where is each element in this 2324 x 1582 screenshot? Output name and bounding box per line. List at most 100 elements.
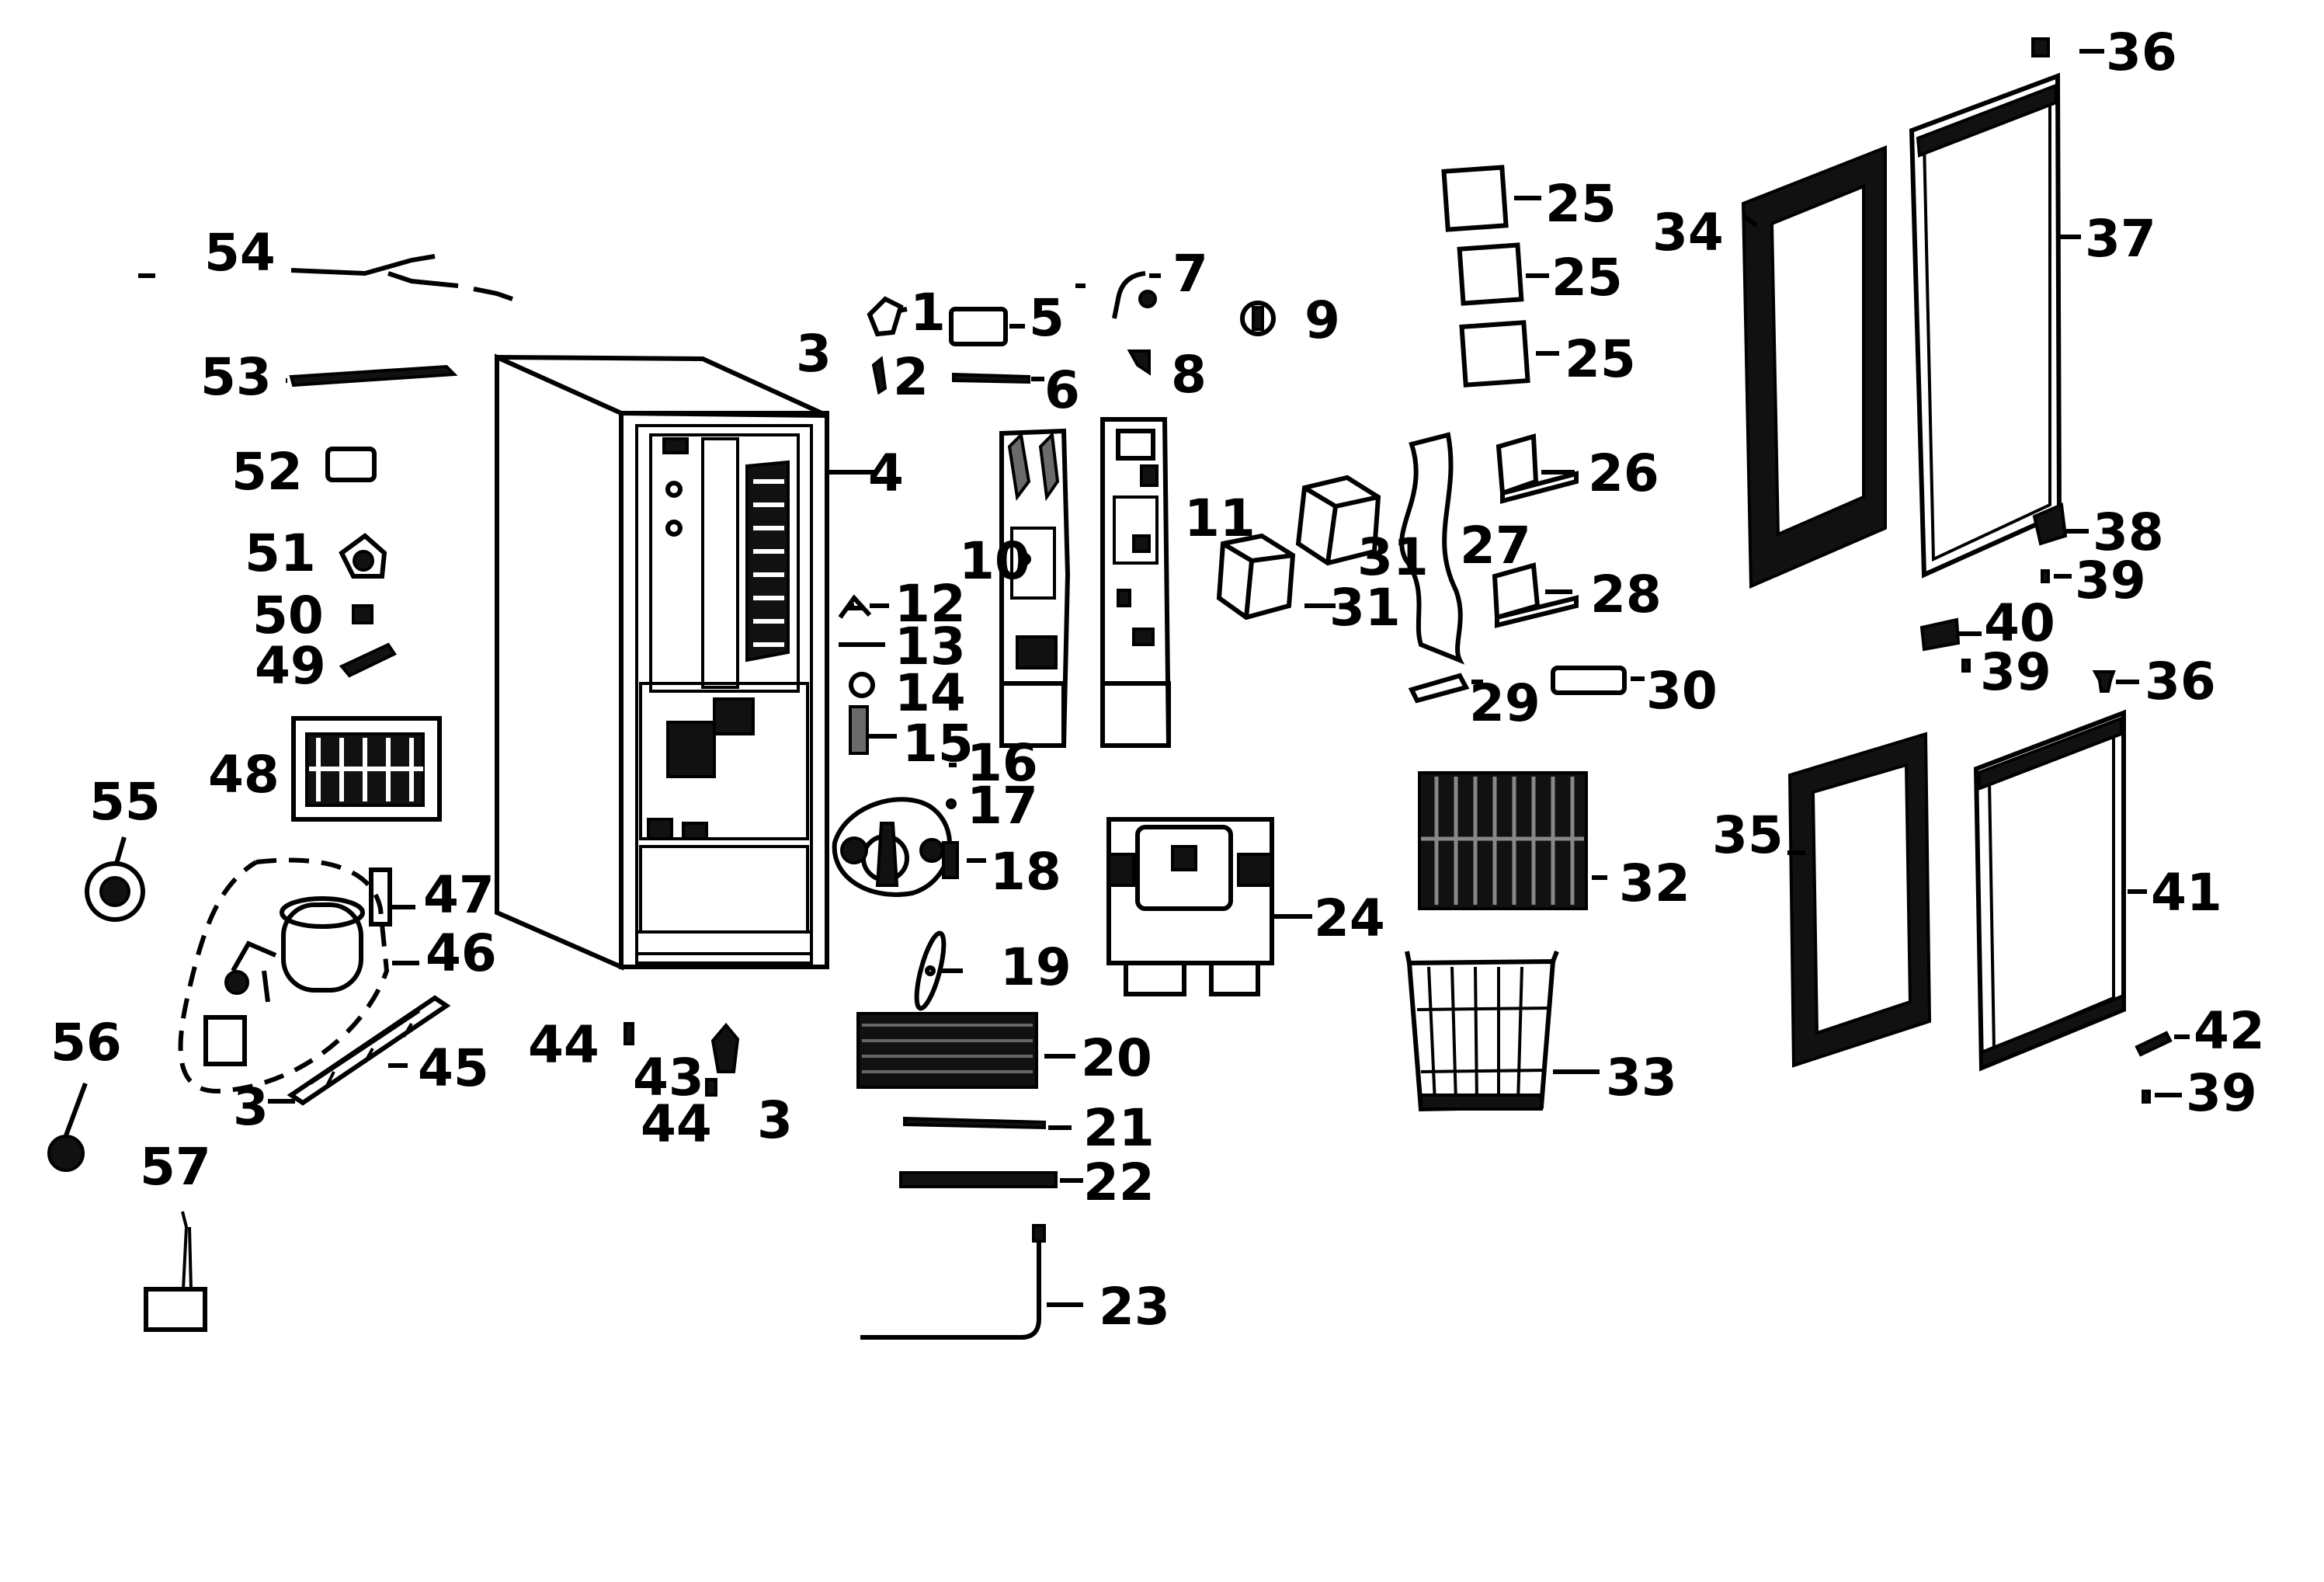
label-2: 2 [893,347,929,407]
label-49: 49 [255,636,326,696]
label-54: 54 [204,223,276,283]
label-23: 23 [1099,1277,1170,1337]
label-8: 8 [1171,345,1207,405]
label-10: 10 [959,531,1030,591]
part-40-bracket [1919,617,1961,652]
label-4: 4 [868,443,904,503]
label-15: 15 [902,714,974,774]
part-43-bracket [710,1022,740,1073]
label-36-top: 36 [2106,23,2177,82]
label-33: 33 [1606,1048,1677,1107]
part-35-door-gasket [1787,732,1932,1068]
part-41-lower-door [1973,709,2126,1072]
label-3-valve: 3 [796,324,832,384]
part-22-heater [899,1171,1058,1188]
label-11: 11 [1184,489,1256,548]
label-3-compressor: 3 [233,1077,269,1137]
part-30-cover [1551,666,1627,695]
part-2-screw [871,356,888,395]
label-44-b: 44 [641,1094,712,1154]
part-19-fan-blade [914,930,947,1011]
part-7-sensor [1112,271,1157,319]
label-47: 47 [423,865,495,925]
label-7: 7 [1172,244,1208,304]
label-41: 41 [2151,863,2222,923]
label-20: 20 [1081,1028,1152,1088]
label-40: 40 [1984,593,2055,653]
part-12-bracket [838,594,872,619]
label-28: 28 [1590,565,1662,624]
label-44-a: 44 [528,1015,599,1075]
label-6: 6 [1044,360,1080,420]
part-10-air-duct [999,428,1071,748]
label-39-c: 39 [2186,1063,2257,1123]
label-39-a: 39 [2075,551,2146,610]
label-19: 19 [1000,937,1072,997]
label-34: 34 [1652,203,1724,263]
part-54-wire [290,254,513,301]
part-50-plug [352,604,373,624]
part-6-lamp-bar [952,372,1030,384]
label-25-c: 25 [1565,329,1636,389]
part-39-screw-a [2041,569,2050,583]
label-25-a: 25 [1545,174,1617,234]
label-18: 18 [990,842,1061,902]
part-52-block [325,447,377,482]
part-9-knob [1240,301,1276,336]
label-53: 53 [200,347,272,407]
label-29: 29 [1469,673,1541,733]
part-21-tube [903,1116,1046,1130]
label-12: 12 [895,574,966,634]
label-39-b: 39 [1980,642,2051,702]
part-8-clip [1127,349,1151,376]
label-57: 57 [140,1137,211,1197]
part-18-fan-assembly [832,797,959,897]
label-22: 22 [1083,1153,1155,1212]
label-35: 35 [1712,805,1784,865]
label-37: 37 [2085,209,2156,269]
part-38-hinge [2032,502,2068,546]
part-23-drain-tube [860,1224,1046,1340]
part-46-compressor [224,896,365,1003]
label-1: 1 [910,283,946,342]
part-27-ice-chute [1399,432,1465,665]
part-31-ice-bin-a [1295,475,1381,566]
leader-lines [138,49,2190,1307]
label-45: 45 [418,1038,489,1098]
part-39-screw-b [1961,659,1971,673]
callout-labels: 54 53 52 51 50 49 48 55 56 57 47 46 45 3… [50,23,2265,1337]
label-48: 48 [208,745,280,805]
label-31-b: 31 [1329,578,1401,638]
part-17-washer [946,798,957,809]
part-39-screw-c [2142,1090,2151,1104]
label-16: 16 [967,733,1038,793]
part-25-panel-b [1457,242,1524,306]
label-24: 24 [1314,888,1385,948]
label-52: 52 [231,442,303,502]
part-42-hinge [2135,1031,2173,1057]
label-26: 26 [1588,443,1659,503]
label-14: 14 [895,663,966,723]
part-34-door-gasket [1741,145,1887,589]
label-5: 5 [1029,288,1065,348]
label-42: 42 [2194,1001,2265,1061]
label-13: 13 [895,617,966,676]
label-55: 55 [89,772,161,832]
part-36-hinge-top [2031,37,2050,57]
part-29-cover [1408,673,1470,704]
part-36-hinge-bottom [2092,670,2116,693]
part-1-valve [867,296,904,337]
part-14-clamp [849,672,875,698]
label-25-b: 25 [1551,248,1623,308]
label-43: 43 [633,1048,704,1107]
label-46: 46 [426,923,497,983]
part-25-panel-a [1441,165,1509,232]
part-11-air-duct [1100,417,1172,748]
part-49-clip [339,642,397,678]
label-30: 30 [1646,661,1718,721]
part-25-panel-c [1459,320,1530,388]
part-5-lamp-cover [949,307,1008,346]
label-9: 9 [1304,290,1340,350]
part-44-screw-b [705,1078,717,1097]
part-47-relay [369,867,392,927]
